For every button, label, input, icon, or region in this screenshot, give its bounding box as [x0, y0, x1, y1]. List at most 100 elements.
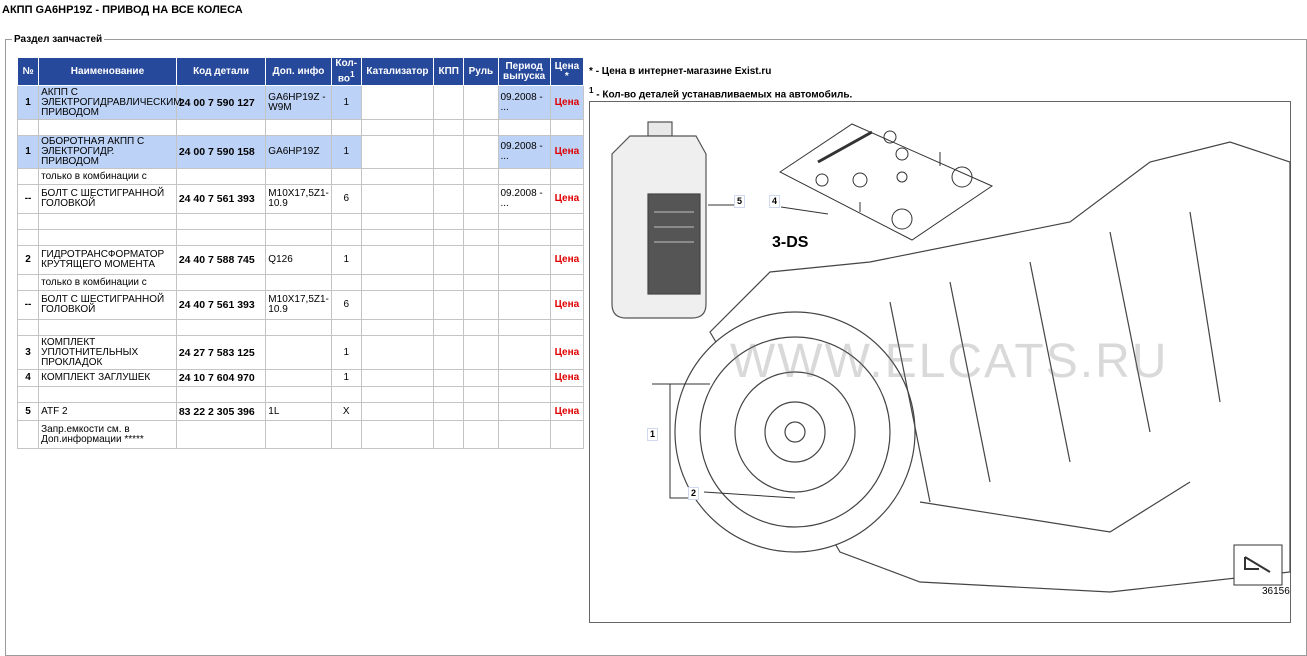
row-name: АКПП С ЭЛЕКТРОГИДРАВЛИЧЕСКИМ ПРИВОДОМ	[38, 85, 182, 120]
row-steering	[463, 135, 499, 169]
callout-2[interactable]: 2	[688, 487, 700, 500]
row-info: GA6HP19Z - W9M	[265, 85, 332, 120]
row-code: 24 27 7 583 125	[175, 335, 267, 370]
col-period: Период выпуска	[497, 57, 551, 86]
plug-kit-icon	[779, 123, 994, 241]
row-steering	[463, 184, 499, 214]
note-text: только в комбинации с	[38, 168, 177, 185]
table-row[interactable]: 3 КОМПЛЕКТ УПЛОТНИТЕЛЬНЫХ ПРОКЛАДОК 24 2…	[16, 335, 585, 370]
kit-label: 3-DS	[772, 234, 809, 251]
row-info	[265, 335, 332, 370]
section-legend: Раздел запчастей	[14, 34, 103, 45]
row-name: ГИДРОТРАНСФОРМАТОР КРУТЯЩЕГО МОМЕНТА	[38, 245, 177, 275]
row-name: БОЛТ С ШЕСТИГРАННОЙ ГОЛОВКОЙ	[38, 290, 177, 320]
row-name: БОЛТ С ШЕСТИГРАННОЙ ГОЛОВКОЙ	[38, 184, 177, 214]
col-qty: Кол-во1	[330, 57, 362, 86]
price-link[interactable]: Цена	[549, 85, 585, 120]
col-gearbox: КПП	[433, 57, 465, 86]
price-link[interactable]: Цена	[549, 135, 585, 169]
atf-bottle-icon	[611, 121, 707, 319]
price-link[interactable]: Цена	[549, 290, 585, 320]
row-period: 09.2008 - ...	[497, 85, 551, 120]
row-info	[265, 369, 332, 387]
note-row: только в комбинации с	[16, 168, 585, 185]
callout-1[interactable]: 1	[647, 428, 659, 441]
row-catalyst	[360, 184, 435, 214]
row-name: ATF 2	[38, 402, 177, 421]
callout-5[interactable]: 5	[734, 195, 746, 208]
row-num: 4	[16, 369, 40, 387]
row-catalyst	[360, 335, 435, 370]
col-steering: Руль	[463, 57, 499, 86]
col-name: Наименование	[38, 57, 177, 86]
spacer-row	[16, 213, 585, 230]
row-num: --	[16, 290, 40, 320]
row-qty: X	[330, 402, 362, 421]
row-name: КОМПЛЕКТ ЗАГЛУШЕК	[38, 369, 177, 387]
note-qty: 1 - Кол-во деталей устанавливаемых на ав…	[589, 86, 853, 101]
watermark: WWW.ELCATS.RU	[730, 335, 1169, 388]
spacer-row	[16, 386, 585, 403]
row-qty: 1	[330, 245, 362, 275]
row-catalyst	[360, 290, 435, 320]
table-row[interactable]: 2 ГИДРОТРАНСФОРМАТОР КРУТЯЩЕГО МОМЕНТА 2…	[16, 245, 585, 275]
row-gearbox	[433, 335, 465, 370]
row-gearbox	[433, 245, 465, 275]
table-row[interactable]: 1 АКПП С ЭЛЕКТРОГИДРАВЛИЧЕСКИМ ПРИВОДОМ …	[16, 85, 585, 120]
row-qty: 1	[330, 85, 362, 120]
row-code: 24 40 7 588 745	[175, 245, 267, 275]
note-text: Запр.емкости см. в Доп.информации *****	[38, 420, 177, 449]
table-row[interactable]: 5 ATF 2 83 22 2 305 396 1L X Цена	[16, 402, 585, 421]
note-text: только в комбинации с	[38, 274, 177, 291]
row-catalyst	[360, 369, 435, 387]
row-catalyst	[360, 85, 435, 120]
table-header-row: № Наименование Код детали Доп. инфо Кол-…	[16, 57, 585, 86]
note-row: Запр.емкости см. в Доп.информации *****	[16, 420, 585, 449]
spacer-row	[16, 229, 585, 246]
table-row[interactable]: 1 ОБОРОТНАЯ АКПП С ЭЛЕКТРОГИДР. ПРИВОДОМ…	[16, 135, 585, 169]
row-code: 24 40 7 561 393	[175, 184, 267, 214]
price-link[interactable]: Цена	[549, 335, 585, 370]
row-qty: 6	[330, 184, 362, 214]
table-row[interactable]: -- БОЛТ С ШЕСТИГРАННОЙ ГОЛОВКОЙ 24 40 7 …	[16, 290, 585, 320]
parts-diagram[interactable]: 5 4 1 2 3-DS WWW.ELCATS.RU 36156	[589, 101, 1291, 623]
price-link[interactable]: Цена	[549, 245, 585, 275]
row-period: 09.2008 - ...	[497, 135, 551, 169]
row-period	[497, 402, 551, 421]
row-gearbox	[433, 184, 465, 214]
row-period	[497, 290, 551, 320]
row-code: 24 40 7 561 393	[175, 290, 267, 320]
transmission-icon	[674, 141, 1291, 593]
table-row[interactable]: 4 КОМПЛЕКТ ЗАГЛУШЕК 24 10 7 604 970 1 Це…	[16, 369, 585, 387]
price-link[interactable]: Цена	[549, 184, 585, 214]
spacer-row	[16, 119, 585, 136]
price-link[interactable]: Цена	[549, 402, 585, 421]
row-period	[497, 245, 551, 275]
table-row[interactable]: -- БОЛТ С ШЕСТИГРАННОЙ ГОЛОВКОЙ 24 40 7 …	[16, 184, 585, 214]
row-catalyst	[360, 402, 435, 421]
row-catalyst	[360, 245, 435, 275]
row-gearbox	[433, 369, 465, 387]
row-steering	[463, 402, 499, 421]
row-num: 2	[16, 245, 40, 275]
row-name: ОБОРОТНАЯ АКПП С ЭЛЕКТРОГИДР. ПРИВОДОМ	[38, 135, 177, 169]
row-gearbox	[433, 402, 465, 421]
callout-4[interactable]: 4	[769, 195, 781, 208]
row-info: 1L	[265, 402, 332, 421]
note-price: * - Цена в интернет-магазине Exist.ru	[589, 66, 772, 77]
row-period: 09.2008 - ...	[497, 184, 551, 214]
row-steering	[463, 290, 499, 320]
col-code: Код детали	[175, 57, 267, 86]
row-steering	[463, 369, 499, 387]
row-steering	[463, 335, 499, 370]
page-title: АКПП GA6HP19Z - ПРИВОД НА ВСЕ КОЛЕСА	[2, 4, 243, 16]
row-num: 5	[16, 402, 40, 421]
row-code: 24 00 7 590 158	[175, 135, 267, 169]
row-info: GA6HP19Z	[265, 135, 332, 169]
row-qty: 1	[330, 335, 362, 370]
row-code: 24 10 7 604 970	[175, 369, 267, 387]
note-row: только в комбинации с	[16, 274, 585, 291]
row-gearbox	[433, 85, 465, 120]
col-num: №	[16, 57, 40, 86]
price-link[interactable]: Цена	[549, 369, 585, 387]
